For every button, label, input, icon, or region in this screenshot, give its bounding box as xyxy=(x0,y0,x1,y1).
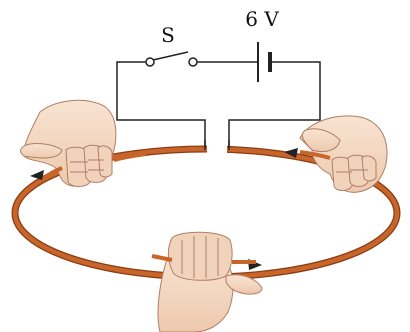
ring-front-segments xyxy=(42,150,331,264)
wire-right xyxy=(228,61,321,150)
ring-gap xyxy=(207,140,227,156)
battery-label: 6 V xyxy=(245,7,279,31)
bottom-hand-icon xyxy=(157,231,263,332)
switch-contact-right xyxy=(188,57,198,67)
current-arrow-left xyxy=(30,170,44,180)
switch-s: S xyxy=(145,23,198,67)
left-hand-icon xyxy=(20,99,117,187)
battery: 6 V xyxy=(245,7,279,82)
switch-label: S xyxy=(161,23,175,47)
wire-left xyxy=(116,61,206,150)
switch-contact-left xyxy=(145,57,155,67)
right-hand-icon xyxy=(299,115,388,193)
circuit-wires xyxy=(116,61,321,150)
current-arrow-right xyxy=(284,148,298,158)
switch-lever xyxy=(152,51,189,61)
